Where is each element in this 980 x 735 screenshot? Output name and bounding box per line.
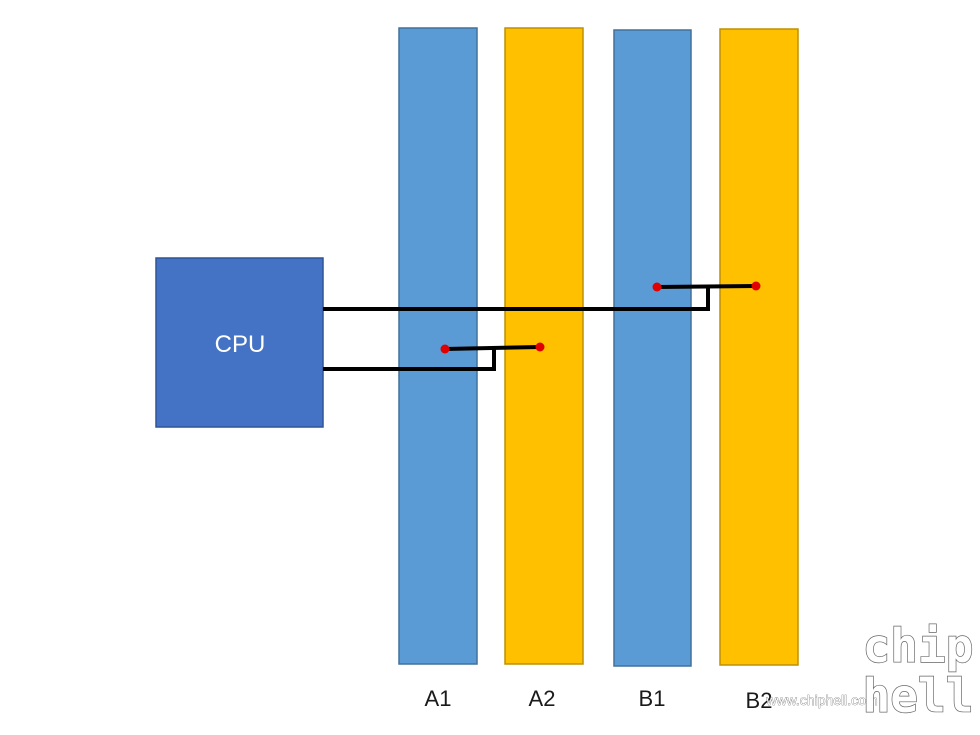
channel-b-trace — [323, 284, 757, 311]
watermark-logo-top: chip — [863, 619, 974, 673]
channel-b-trunk — [323, 288, 710, 311]
slot-label-b2: B2 — [746, 688, 773, 713]
memory-slot-b2 — [719, 28, 799, 666]
channel-a-trunk — [323, 349, 496, 371]
memory-slot-a1 — [398, 27, 478, 665]
channel-a-branch — [444, 345, 541, 351]
channel-a-trace — [323, 345, 541, 371]
channel-b-node-b1 — [652, 282, 662, 292]
channel-a-node-a1 — [440, 344, 450, 354]
watermark-logo-bottom: hell — [863, 669, 974, 723]
slot-label-a1: A1 — [425, 686, 452, 711]
slot-label-a2: A2 — [529, 686, 556, 711]
slot-label-b1: B1 — [639, 686, 666, 711]
watermark-url: www.chiphell.com — [765, 692, 877, 708]
cpu-label: CPU — [215, 331, 266, 358]
cpu-block — [155, 257, 324, 428]
watermark: www.chiphell.com chip hell — [765, 618, 974, 723]
channel-a-node-a2 — [535, 342, 545, 352]
channel-b-branch — [656, 284, 757, 289]
channel-b-node-b2 — [751, 281, 761, 291]
memory-slot-b1 — [613, 29, 692, 667]
